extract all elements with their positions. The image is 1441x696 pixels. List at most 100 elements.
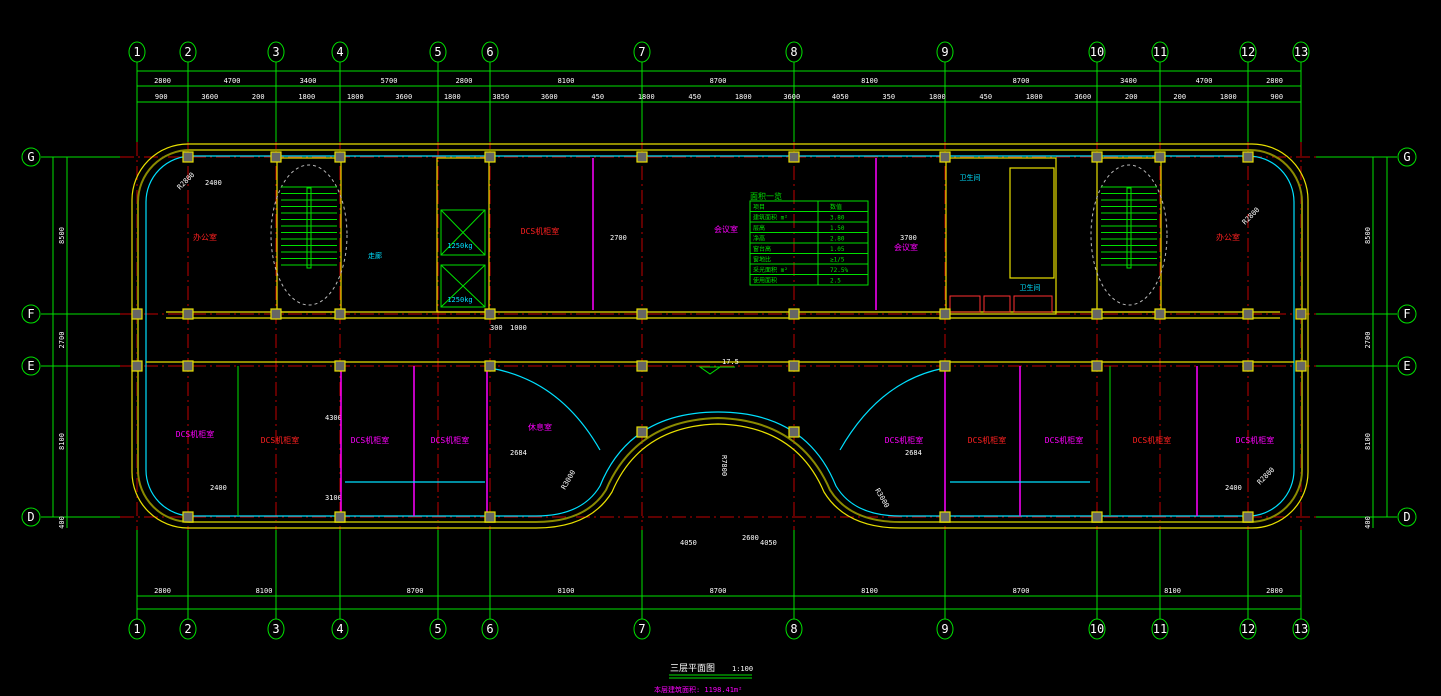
dimension-text: 300 — [490, 324, 503, 332]
column — [1154, 308, 1166, 320]
grid-label: 5 — [434, 45, 441, 59]
grid-bubble — [936, 41, 954, 63]
column — [636, 151, 648, 163]
grid-label: E — [27, 359, 34, 373]
grid-label: G — [1403, 150, 1410, 164]
dimension-text: 4700 — [1196, 77, 1213, 85]
elevator-shafts: 1250kg 1250kg — [436, 157, 490, 313]
column — [182, 308, 194, 320]
table-cell: 使用面积 — [753, 277, 777, 285]
grid-label: 2 — [184, 622, 191, 636]
dimension-text: 8100 — [256, 587, 273, 595]
toilet-label: 卫生间 — [1020, 283, 1041, 292]
dimension-text: 8100 — [58, 433, 66, 450]
column — [334, 308, 346, 320]
column — [636, 426, 648, 438]
dimension-text: 3600 — [1074, 93, 1091, 101]
column — [270, 308, 282, 320]
grid-label: 10 — [1090, 622, 1104, 636]
elevator-capacity: 1250kg — [447, 296, 472, 304]
grid-bubble — [481, 618, 499, 640]
grid-label: 12 — [1241, 622, 1255, 636]
grid-bubble — [128, 41, 146, 63]
grid-label: 6 — [486, 622, 493, 636]
grid-bubble — [179, 41, 197, 63]
grid-bubble — [331, 618, 349, 640]
grid-bubble — [128, 618, 146, 640]
grid-bubble — [267, 41, 285, 63]
dimension-text: 8100 — [861, 77, 878, 85]
drawing-scale: 1:100 — [732, 665, 753, 673]
room-label: DCS机柜室 — [1045, 435, 1083, 445]
column — [484, 511, 496, 523]
column — [1295, 360, 1307, 372]
grid-label: 3 — [272, 622, 279, 636]
grid-bubble — [936, 618, 954, 640]
dimension-text: 8100 — [861, 587, 878, 595]
column — [1242, 511, 1254, 523]
dimension-text: 5700 — [381, 77, 398, 85]
radius-label: R2800 — [1256, 466, 1277, 487]
dimension-text: 200 — [252, 93, 265, 101]
column — [788, 426, 800, 438]
column — [131, 360, 143, 372]
column — [182, 511, 194, 523]
room-label: 走廊 — [368, 251, 382, 260]
grid-label: 2 — [184, 45, 191, 59]
grid-bubble — [1397, 304, 1417, 324]
column — [270, 151, 282, 163]
column — [334, 151, 346, 163]
grid-bubble — [1151, 618, 1169, 640]
dimension-text: 350 — [882, 93, 895, 101]
dimension-text: 2700 — [58, 332, 66, 349]
dimension-text: 8100 — [558, 587, 575, 595]
room-label: DCS机柜室 — [176, 429, 214, 439]
radius-label: R7800 — [720, 455, 728, 476]
dimension-text: 2684 — [510, 449, 527, 457]
grid-bubble — [785, 41, 803, 63]
room-label: DCS机柜室 — [431, 435, 469, 445]
dimension-text: 3100 — [325, 494, 342, 502]
dimension-text: 2800 — [1266, 77, 1283, 85]
column — [1242, 360, 1254, 372]
grid-bubble — [21, 507, 41, 527]
dimension-text: 2600 — [742, 534, 759, 542]
dimension-text: 3400 — [1120, 77, 1137, 85]
table-cell: ≥1/5 — [830, 257, 845, 264]
table-cell: 建筑面积 m² — [753, 214, 788, 222]
grid-label: 11 — [1153, 45, 1167, 59]
stair-handrail — [1126, 187, 1132, 269]
dimension-text: 4050 — [832, 93, 849, 101]
dimension-text: 3700 — [900, 234, 917, 242]
grid-bubble — [1151, 41, 1169, 63]
grid-bubble — [1239, 618, 1257, 640]
dimension-text: 8100 — [1364, 433, 1372, 450]
dimension-text: 3600 — [541, 93, 558, 101]
grid-label: F — [1403, 307, 1410, 321]
grid-label: 10 — [1090, 45, 1104, 59]
dimension-text: 3850 — [492, 93, 509, 101]
column — [484, 151, 496, 163]
column — [1154, 151, 1166, 163]
partitions — [237, 158, 1198, 516]
dimension-text: 8100 — [1164, 587, 1181, 595]
grid-label: 4 — [336, 622, 343, 636]
grid-bubble — [179, 618, 197, 640]
column — [1091, 360, 1103, 372]
column — [1091, 308, 1103, 320]
radius-label: R2800 — [1241, 206, 1262, 227]
title-block: 三层平面图 1:100 本层建筑面积: 1198.41m² — [654, 663, 753, 694]
dimension-text: 2800 — [456, 77, 473, 85]
grid-bubble — [1088, 41, 1106, 63]
dimension-text: 4050 — [760, 539, 777, 547]
dimension-text: 8100 — [558, 77, 575, 85]
dimension-text: 200 — [1125, 93, 1138, 101]
column — [334, 511, 346, 523]
room-label: DCS机柜室 — [968, 435, 1006, 445]
grid-label: 6 — [486, 45, 493, 59]
dimension-text: 1800 — [444, 93, 461, 101]
grid-label: 13 — [1294, 622, 1308, 636]
